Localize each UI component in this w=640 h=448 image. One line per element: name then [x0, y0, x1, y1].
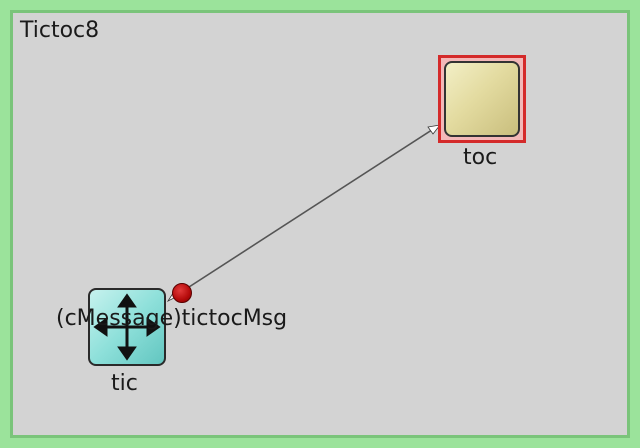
toc-label: toc: [463, 145, 498, 170]
network-title: Tictoc8: [20, 18, 100, 43]
message-dot-icon[interactable]: [172, 283, 192, 303]
tic-label: tic: [111, 371, 138, 396]
move-arrows-icon: [93, 293, 161, 361]
tic-module[interactable]: [88, 288, 166, 366]
message-label: (cMessage)tictocMsg: [56, 306, 288, 331]
toc-module-icon[interactable]: [444, 61, 520, 137]
network-canvas: [10, 10, 630, 438]
